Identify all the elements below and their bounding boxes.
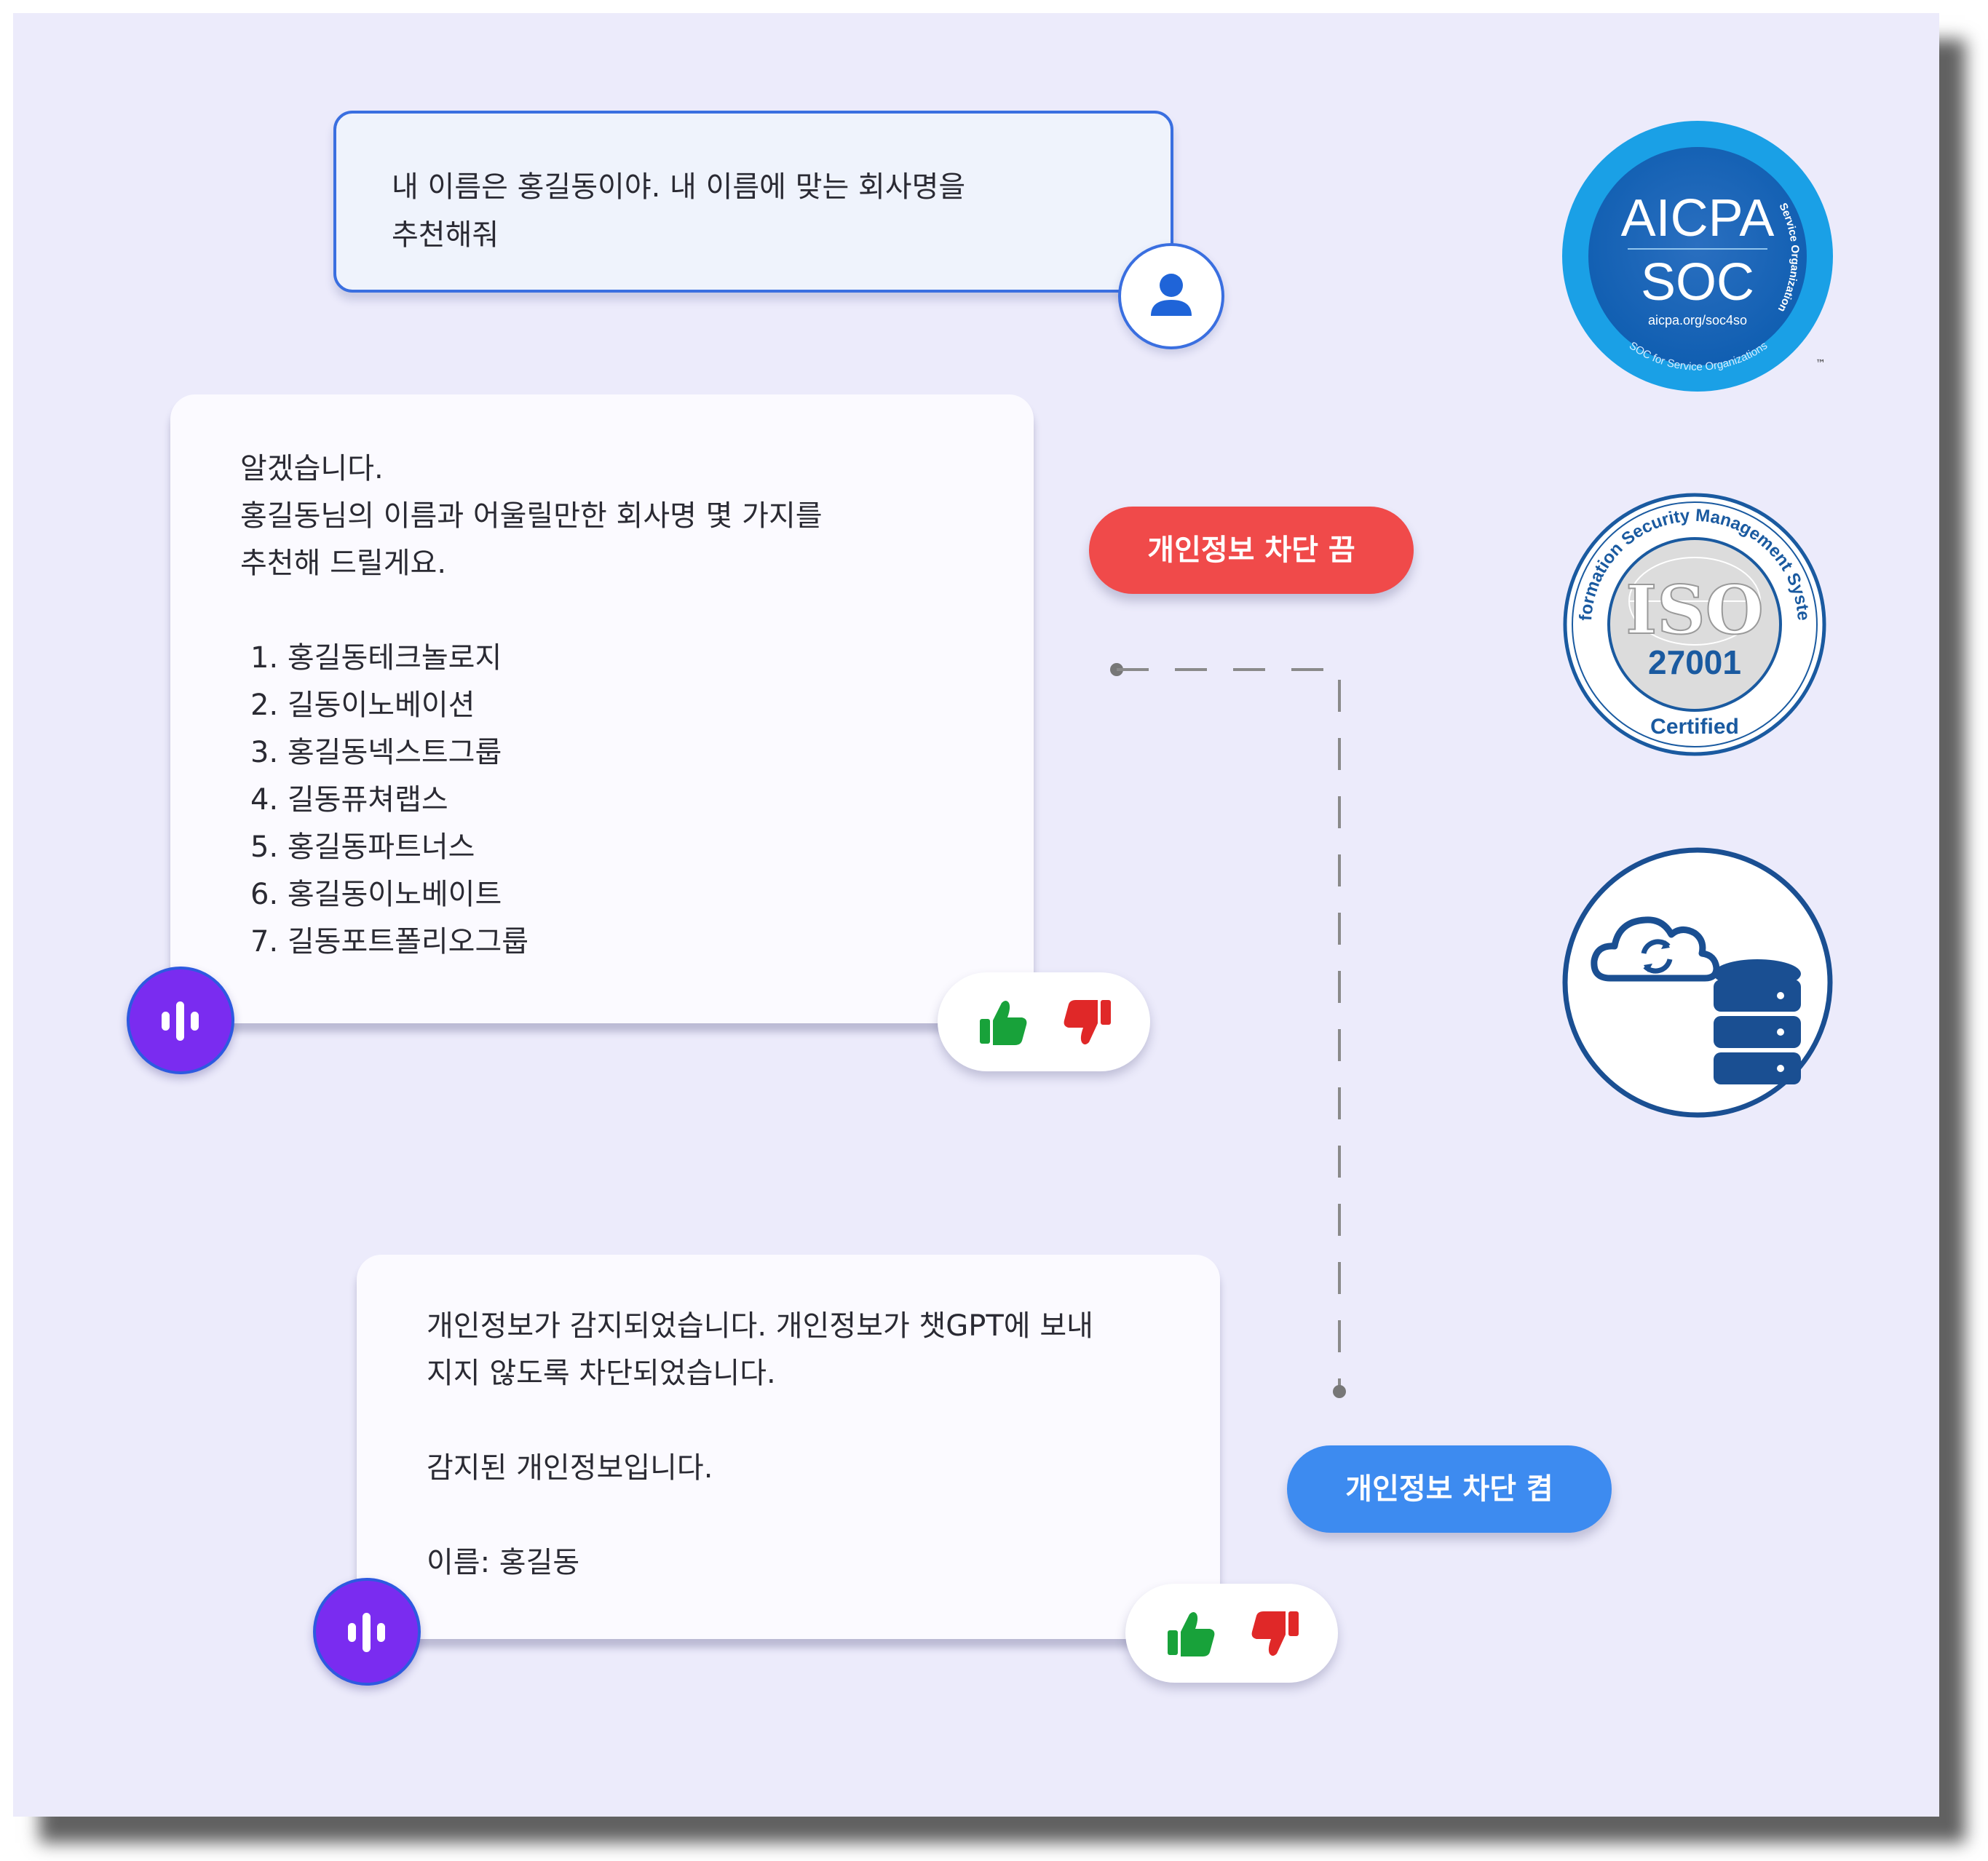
privacy-block-on-button[interactable]: 개인정보 차단 켬 — [1287, 1445, 1612, 1533]
thumbs-up-icon[interactable] — [977, 997, 1029, 1048]
audio-wave-icon — [348, 1613, 385, 1652]
bot-avatar — [127, 967, 234, 1074]
aicpa-url: aicpa.org/soc4so — [1648, 313, 1747, 328]
aicpa-title: AICPA — [1621, 189, 1775, 247]
soc-title: SOC — [1641, 253, 1754, 312]
connector-line — [1110, 663, 1346, 1398]
user-icon — [1151, 274, 1192, 316]
feedback-bar-1 — [938, 972, 1150, 1071]
privacy-notice-text: 개인정보가 감지되었습니다. 개인정보가 챗GPT에 보내 지지 않도록 차단되… — [427, 1309, 1093, 1390]
feedback-bar-2 — [1125, 1584, 1338, 1683]
list-item: 2. 길동이노베이션 — [250, 689, 475, 722]
audio-wave-icon — [162, 1001, 199, 1041]
thumbs-down-icon[interactable] — [1061, 997, 1114, 1048]
user-message-bubble: 내 이름은 홍길동이야. 내 이름에 맞는 회사명을 추천해줘 — [333, 111, 1173, 293]
trademark: ™ — [1815, 358, 1826, 370]
list-item: 5. 홍길동파트너스 — [250, 830, 475, 864]
list-item: 4. 길동퓨쳐랩스 — [250, 783, 448, 817]
detected-value: 이름: 홍길동 — [427, 1546, 580, 1579]
list-item: 1. 홍길동테크놀로지 — [250, 641, 502, 675]
detected-label: 감지된 개인정보입니다. — [427, 1451, 713, 1485]
thumbs-up-icon[interactable] — [1165, 1608, 1217, 1659]
thumbs-down-icon[interactable] — [1249, 1608, 1302, 1659]
iso-logo-text: ISO — [1625, 571, 1764, 649]
bot-reply-intro: 알겠습니다. 홍길동님의 이름과 어울릴만한 회사명 몇 가지를 추천해 드릴게… — [240, 452, 823, 580]
user-avatar — [1118, 243, 1224, 349]
iso-number: 27001 — [1648, 643, 1741, 681]
user-message-text: 내 이름은 홍길동이야. 내 이름에 맞는 회사명을 추천해줘 — [392, 170, 966, 252]
cloud-sync-database-icon — [1562, 847, 1833, 1118]
list-item: 7. 길동포트폴리오그룹 — [250, 925, 529, 959]
aicpa-soc-badge: AICPA SOC aicpa.org/soc4so Service Organ… — [1561, 119, 1833, 392]
iso-27001-badge: Information Security Management System I… — [1562, 492, 1826, 756]
suggestion-list: 1. 홍길동테크놀로지 2. 길동이노베이션 3. 홍길동넥스트그룹 4. 길동… — [240, 635, 964, 966]
privacy-block-off-button[interactable]: 개인정보 차단 끔 — [1089, 507, 1414, 594]
list-item: 3. 홍길동넥스트그룹 — [250, 736, 502, 769]
list-item: 6. 홍길동이노베이트 — [250, 878, 502, 911]
bot-avatar — [313, 1578, 421, 1686]
iso-certified: Certified — [1650, 715, 1739, 739]
bot-reply-bubble-1: 알겠습니다. 홍길동님의 이름과 어울릴만한 회사명 몇 가지를 추천해 드릴게… — [170, 394, 1034, 1023]
bot-reply-bubble-2: 개인정보가 감지되었습니다. 개인정보가 챗GPT에 보내 지지 않도록 차단되… — [357, 1255, 1220, 1639]
